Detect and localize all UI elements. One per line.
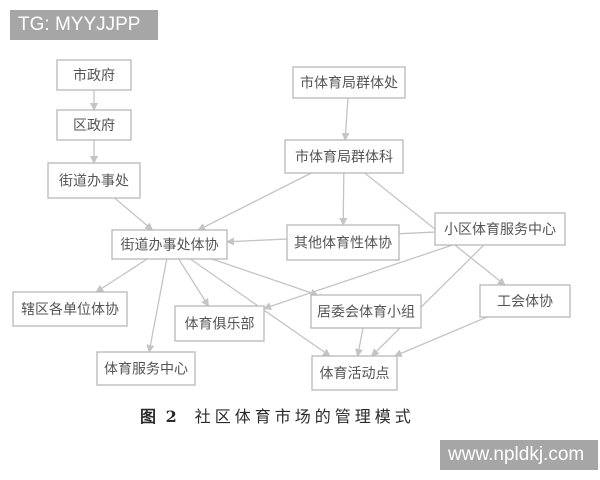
node-box <box>311 355 398 391</box>
node-box <box>56 59 132 91</box>
node-label: 市体育局群体处 <box>300 75 398 92</box>
edge-shitiyuju_ke-to-qita_tixie <box>339 172 348 226</box>
edge-jiedao-to-jiedao_tixie <box>114 197 154 231</box>
figure-label: 图 2 <box>140 407 179 426</box>
node-label: 辖区各单位体协 <box>21 302 119 318</box>
node-shitiyuju_chu: 市体育局群体处 <box>292 66 406 99</box>
node-label: 街道办事处体协 <box>121 238 219 254</box>
node-xiaqu_danwei: 辖区各单位体协 <box>12 291 128 327</box>
node-gonghui: 工会体协 <box>479 284 571 318</box>
node-box <box>292 66 406 99</box>
node-label: 小区体育服务中心 <box>444 222 556 238</box>
edge-xiaoqu_fuwu-to-huodongdian <box>370 244 485 357</box>
node-jiedao: 街道办事处 <box>47 162 141 199</box>
node-box <box>479 284 571 318</box>
node-label: 市体育局群体科 <box>295 149 393 166</box>
node-qita_tixie: 其他体育性体协 <box>286 224 400 261</box>
node-quzhengfu: 区政府 <box>56 109 132 141</box>
node-huodongdian: 体育活动点 <box>311 355 398 391</box>
edge-gonghui-to-huodongdian <box>393 316 488 357</box>
node-label: 体育活动点 <box>320 366 390 382</box>
edge-jiedao_tixie-to-fuwu_zhongxin <box>146 258 168 353</box>
edge-shitiyuju_ke-to-jiedao_tixie <box>197 172 312 231</box>
watermark-bottom: www.npldkj.com <box>440 440 598 470</box>
node-label: 市政府 <box>73 67 115 84</box>
node-juweihui: 居委会体育小组 <box>310 294 422 329</box>
node-shitiyuju_ke: 市体育局群体科 <box>284 139 404 174</box>
node-label: 工会体协 <box>497 294 553 310</box>
figure-caption: 图 2 社区体育市场的管理模式 <box>140 403 415 427</box>
edge-jiedao_tixie-to-juweihui <box>211 258 319 297</box>
node-box <box>96 351 196 386</box>
edge-xiaoqu_fuwu-to-julebu <box>263 244 453 311</box>
node-box <box>111 229 228 260</box>
node-label: 体育俱乐部 <box>185 317 255 333</box>
node-label: 区政府 <box>73 118 115 134</box>
node-xiaoqu_fuwu: 小区体育服务中心 <box>434 212 566 246</box>
node-box <box>286 224 400 261</box>
node-box <box>434 212 566 246</box>
node-jiedao_tixie: 街道办事处体协 <box>111 229 228 260</box>
node-label: 街道办事处 <box>59 174 129 190</box>
node-box <box>47 162 141 199</box>
node-shizhengfu: 市政府 <box>56 59 132 91</box>
node-box <box>310 294 422 329</box>
node-box <box>174 305 265 342</box>
node-julebu: 体育俱乐部 <box>174 305 265 342</box>
edge-jiedao_tixie-to-xiaqu_danwei <box>95 258 148 293</box>
node-box <box>284 139 404 174</box>
node-label: 体育服务中心 <box>104 362 188 378</box>
node-label: 居委会体育小组 <box>317 305 415 321</box>
edge-juweihui-to-huodongdian <box>355 327 364 357</box>
node-fuwu_zhongxin: 体育服务中心 <box>96 351 196 386</box>
node-box <box>56 109 132 141</box>
node-label: 其他体育性体协 <box>294 236 392 252</box>
watermark-top: TG: MYYJJPP <box>10 10 158 40</box>
figure-title: 社区体育市场的管理模式 <box>194 407 415 426</box>
edge-jiedao_tixie-to-julebu <box>178 258 209 307</box>
node-box <box>12 291 128 327</box>
edge-shitiyuju_chu-to-shitiyuju_ke <box>341 97 350 141</box>
